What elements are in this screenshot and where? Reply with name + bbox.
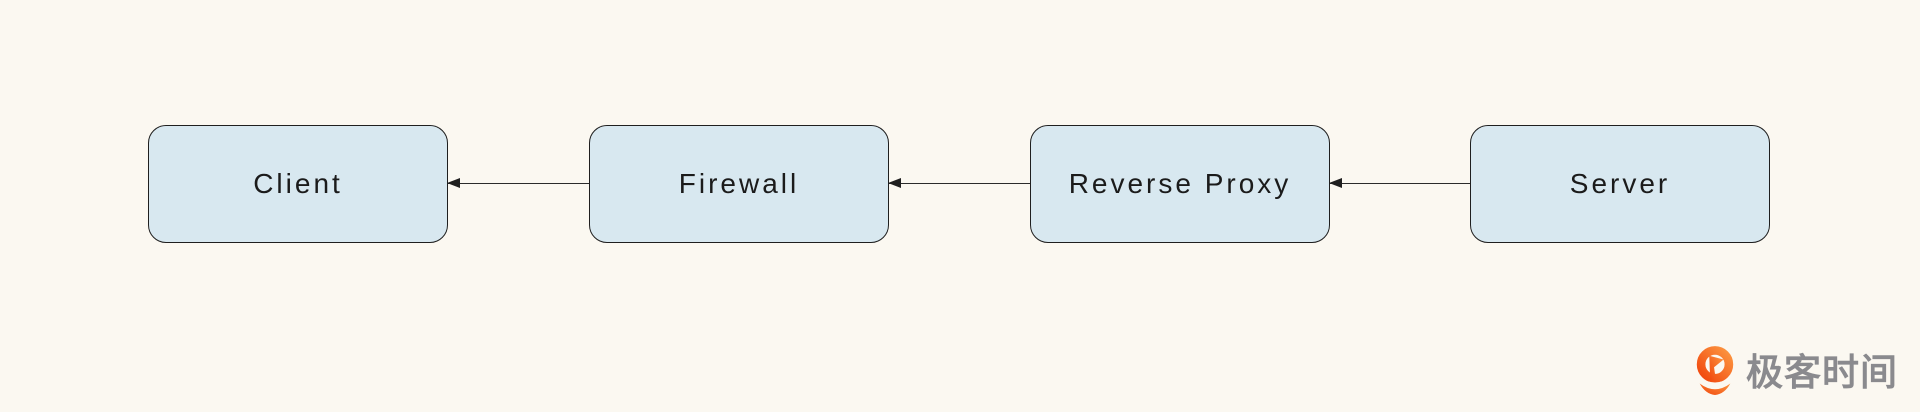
geektime-watermark: 极客时间 — [1692, 344, 1898, 400]
edge-firewall-to-client — [447, 178, 589, 188]
arrowhead-left-icon — [888, 178, 901, 188]
geektime-logo-icon — [1696, 346, 1734, 395]
arrowhead-left-icon — [1329, 178, 1342, 188]
node-server: Server — [1470, 125, 1770, 243]
node-reverse-proxy-label: Reverse Proxy — [1068, 168, 1292, 199]
geektime-logo-text: 极客时间 — [1746, 351, 1898, 393]
node-reverse-proxy: Reverse Proxy — [1030, 125, 1330, 243]
arrowhead-left-icon — [447, 178, 460, 188]
edge-reverse-proxy-to-firewall — [888, 178, 1030, 188]
node-client-label: Client — [253, 168, 343, 199]
node-firewall-label: Firewall — [678, 168, 800, 199]
edge-server-to-reverse-proxy — [1329, 178, 1470, 188]
node-server-label: Server — [1569, 168, 1671, 199]
node-firewall: Firewall — [589, 125, 889, 243]
node-client: Client — [148, 125, 448, 243]
